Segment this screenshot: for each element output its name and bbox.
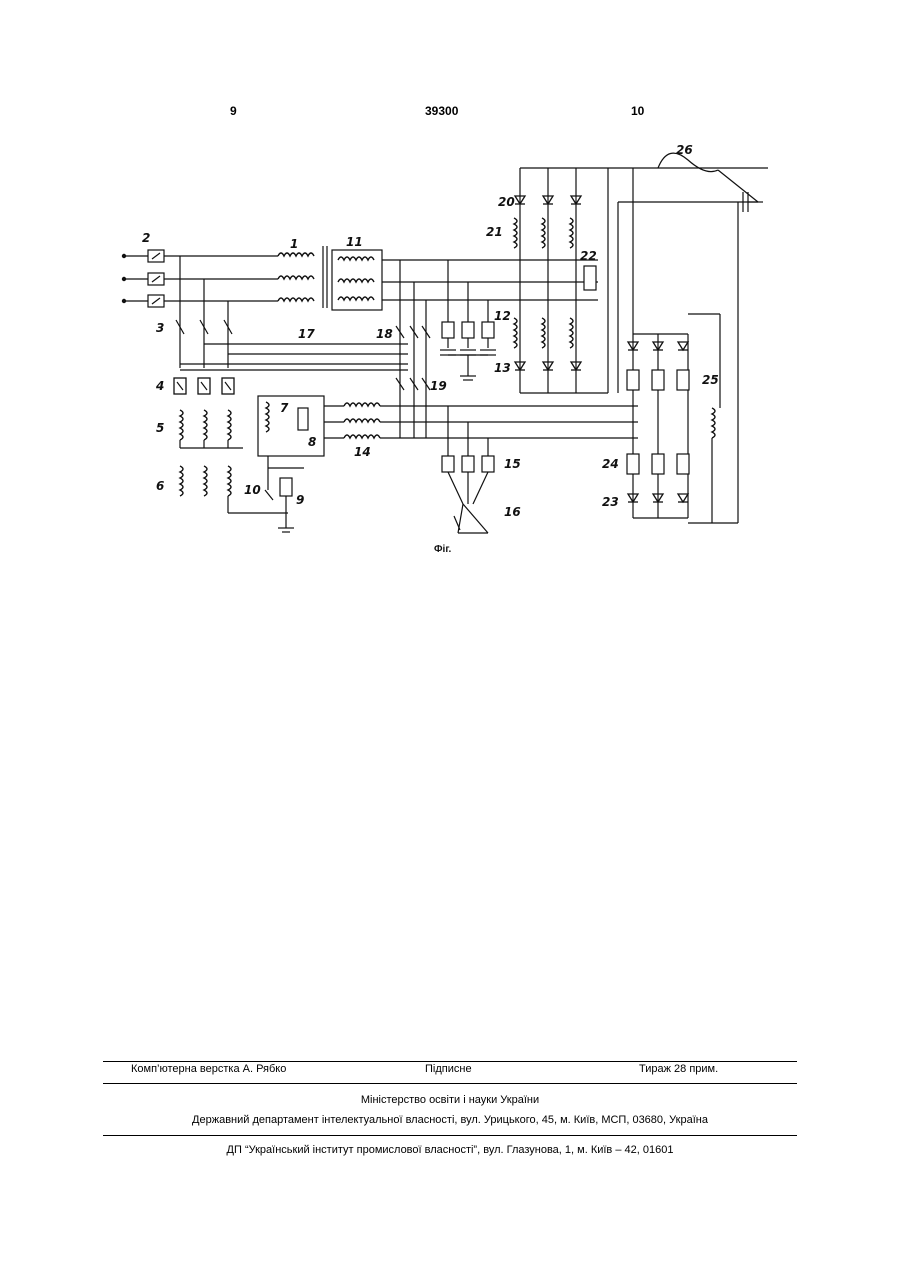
subscription-note: Підписне [425, 1063, 472, 1075]
label-2: 2 [142, 231, 150, 245]
schematic-lines [122, 153, 768, 533]
label-19: 19 [430, 379, 447, 393]
label-24: 24 [602, 457, 619, 471]
label-5: 5 [156, 421, 164, 435]
label-3: 3 [156, 321, 164, 335]
label-15: 15 [504, 457, 521, 471]
label-18: 18 [376, 327, 393, 341]
label-6: 6 [156, 479, 164, 493]
label-20: 20 [498, 195, 515, 209]
label-22: 22 [580, 249, 597, 263]
label-11: 11 [346, 235, 363, 249]
page-number-right: 10 [631, 104, 644, 118]
publisher-line: ДП “Український інститут промислової вла… [103, 1144, 797, 1156]
label-17: 17 [298, 327, 315, 341]
circuit-diagram: 1 2 3 4 5 6 7 8 9 10 11 12 13 14 15 16 1… [118, 138, 768, 558]
label-1: 1 [290, 237, 298, 251]
label-25: 25 [702, 373, 719, 387]
label-10: 10 [244, 483, 261, 497]
label-12: 12 [494, 309, 511, 323]
label-7: 7 [280, 401, 289, 415]
ministry-line: Міністерство освіти і науки України [103, 1094, 797, 1106]
footer-rule-bottom [103, 1135, 797, 1136]
typesetter-credit: Комп’ютерна верстка А. Рябко [131, 1063, 286, 1075]
label-16: 16 [504, 505, 521, 519]
footer-rule-top [103, 1061, 797, 1062]
label-9: 9 [296, 493, 304, 507]
label-26: 26 [676, 143, 693, 157]
label-13: 13 [494, 361, 511, 375]
label-21: 21 [486, 225, 503, 239]
footer-rule-middle [103, 1083, 797, 1084]
print-run: Тираж 28 прим. [639, 1063, 718, 1075]
patent-number: 39300 [425, 104, 458, 118]
label-23: 23 [602, 495, 619, 509]
department-line: Державний департамент інтелектуальної вл… [103, 1114, 797, 1126]
label-8: 8 [308, 435, 316, 449]
label-4: 4 [155, 379, 164, 393]
figure-caption: Фіг. [434, 544, 451, 555]
label-14: 14 [354, 445, 371, 459]
page-number-left: 9 [230, 104, 237, 118]
